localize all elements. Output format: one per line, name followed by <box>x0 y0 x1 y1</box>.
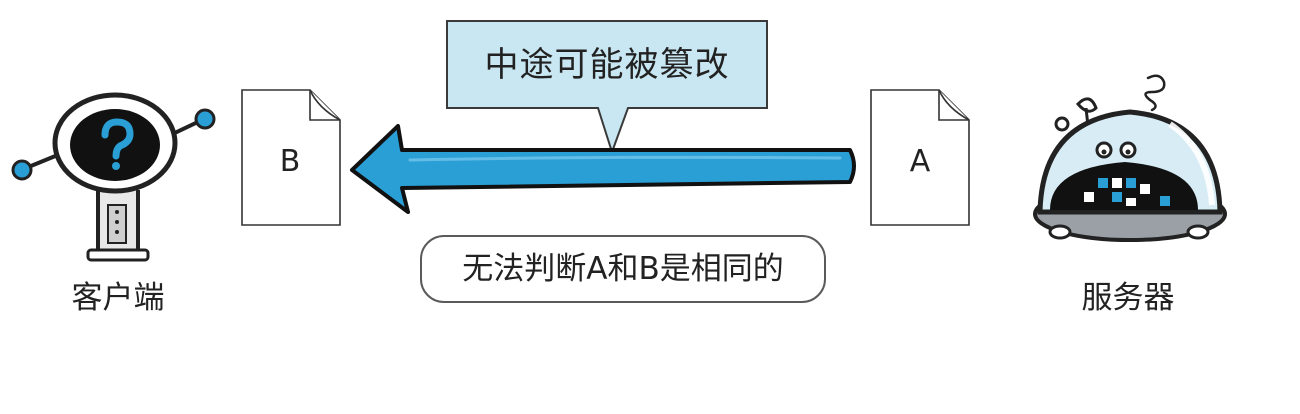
document-b <box>241 89 341 226</box>
callout-text: 中途可能被篡改 <box>484 45 730 85</box>
server-robot-icon <box>1033 74 1227 242</box>
transfer-arrow <box>350 124 856 214</box>
client-robot-icon <box>11 92 216 262</box>
note-pill: 无法判断A和B是相同的 <box>420 235 826 303</box>
document-b-label: B <box>279 144 301 179</box>
document-a <box>870 89 970 226</box>
note-text: 无法判断A和B是相同的 <box>462 251 784 287</box>
client-label: 客户端 <box>71 280 165 316</box>
document-a-label: A <box>909 144 931 179</box>
server-label: 服务器 <box>1081 280 1175 316</box>
callout-box <box>446 20 768 156</box>
